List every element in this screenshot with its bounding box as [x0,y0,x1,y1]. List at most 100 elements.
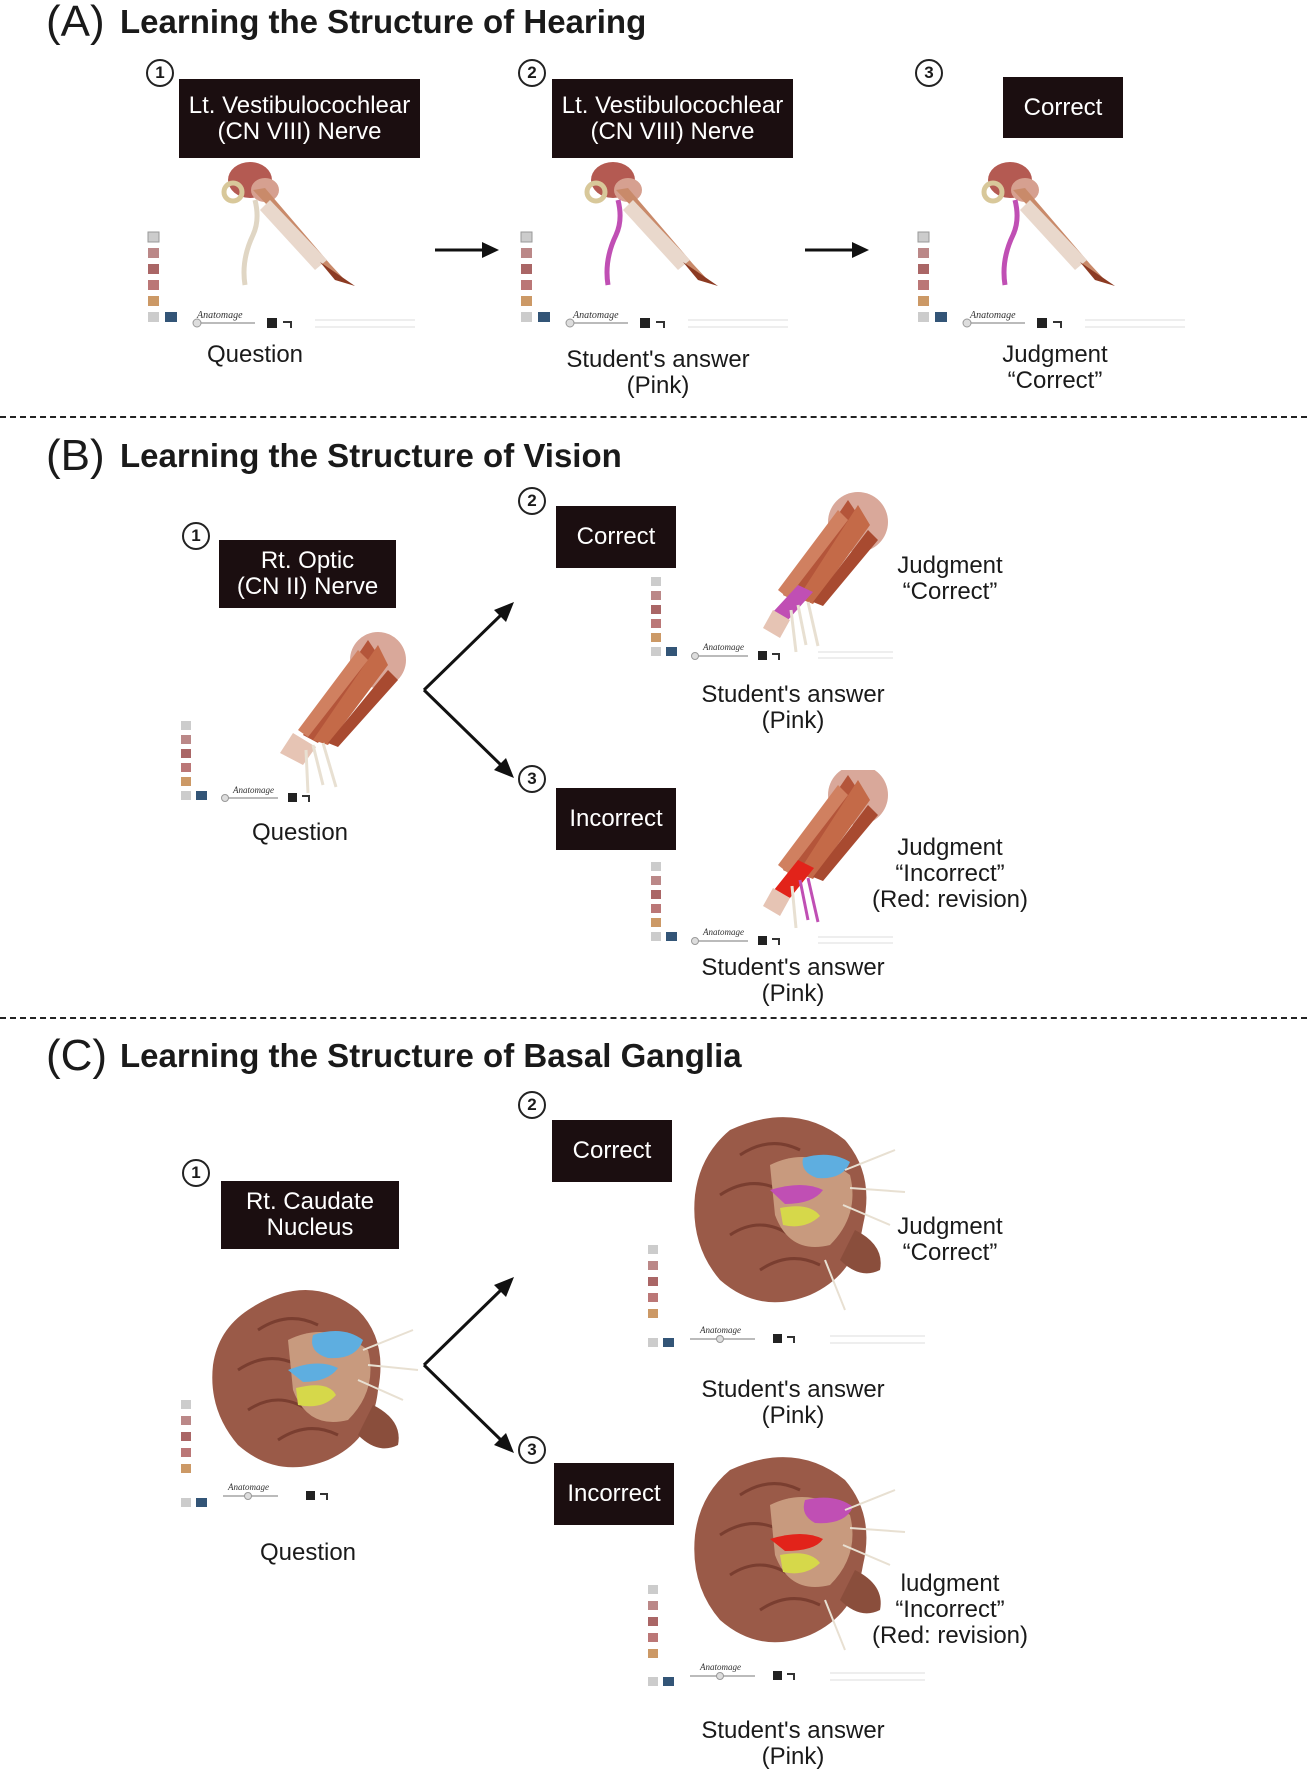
label-line: (CN VIII) Nerve [590,117,755,145]
eye-model-icon [280,632,406,794]
section-a-title: Learning the Structure of Hearing [120,3,647,40]
caption-line: (Pink) [761,707,825,734]
section-a-step-2-label: Lt. Vestibulocochlear (CN VIII) Nerve [552,79,793,158]
toolbar-icon [917,231,947,322]
section-c-step-1-caption: Question [228,1540,388,1566]
eye-model-incorrect: Anatomage [648,770,898,955]
judgment-line: “Correct” [902,1239,998,1266]
caption-line: (Pink) [626,372,690,399]
section-c-step-2-label: Correct [552,1120,672,1182]
caption-line: (Pink) [761,1402,825,1429]
label-line: Nucleus [266,1214,354,1241]
section-a-step-2-caption: Student's answer (Pink) [548,347,768,399]
label-line: Rt. Caudate [245,1188,375,1215]
anatomage-logo: Anatomage [702,927,744,937]
section-b-title: Learning the Structure of Vision [120,437,622,474]
label-line: Incorrect [567,1480,661,1507]
label-line: Incorrect [569,805,663,832]
caption-line: Judgment [1002,341,1108,368]
toolbar-icon [648,1585,674,1686]
judgment-line: “Correct” [902,578,998,605]
anatomage-logo: Anatomage [196,310,243,321]
label-line: (CN VIII) Nerve [217,117,382,145]
toolbar-icon [520,231,550,322]
caption-line: (Pink) [761,1743,825,1770]
section-c-step-2-judgment: Judgment “Correct” [880,1214,1020,1266]
label-line: Correct [576,523,656,550]
section-a-step-1-label: Lt. Vestibulocochlear (CN VIII) Nerve [179,79,420,158]
arrow-right-icon [805,242,869,258]
section-b-step-1-number: 1 [182,522,210,550]
label-line: Lt. Vestibulocochlear [561,91,784,119]
section-b-step-3-label: Incorrect [556,788,676,850]
section-divider [0,1017,1307,1019]
caption-line: Student's answer [701,1376,885,1403]
caption-line: (Pink) [761,980,825,1007]
anatomage-logo: Anatomage [702,642,744,652]
anatomage-logo: Anatomage [699,1325,741,1335]
ear-model-icon [981,162,1115,286]
toolbar-icon [181,721,207,800]
caption-line: Student's answer [701,681,885,708]
caption-line: Question [251,819,349,846]
eye-model-correct: Anatomage [648,480,898,665]
anatomage-logo: Anatomage [969,310,1016,321]
section-c-step-3-label: Incorrect [554,1463,674,1525]
section-a-step-1-caption: Question [170,342,340,368]
label-line: Correct [572,1137,652,1164]
anatomage-logo: Anatomage [699,1662,741,1672]
section-b-step-3-caption: Student's answer (Pink) [683,955,903,1007]
eye-model-question: Anatomage [178,625,408,810]
toolbar-icon [648,1245,674,1347]
label-line: Correct [1023,93,1103,121]
section-c-step-3-number: 3 [518,1436,546,1464]
section-b-step-1-caption: Question [220,820,380,846]
caption-line: Student's answer [701,1717,885,1744]
judgment-line: Judgment [897,1213,1003,1240]
anatomage-logo: Anatomage [227,1482,269,1492]
section-c-step-3-judgment: ludgment “Incorrect” (Red: revision) [855,1571,1045,1649]
judgment-line: “Incorrect” [895,860,1005,887]
caption-line: “Correct” [1007,367,1103,394]
judgment-line: “Incorrect” [895,1596,1005,1623]
nerve-model-question: Anatomage [145,160,425,335]
nerve-model-answer: Anatomage [518,160,798,335]
section-a-step-3-label: Correct [1003,77,1123,138]
section-c-letter: (C) [46,1031,108,1080]
label-line: Rt. Optic [260,547,355,574]
judgment-line: (Red: revision) [871,1622,1029,1649]
nerve-model-judged: Anatomage [915,160,1195,335]
brain-model-icon [694,1457,906,1651]
toolbar-icon [147,231,177,322]
label-line: Lt. Vestibulocochlear [188,91,411,119]
eye-model-icon [763,492,888,653]
section-b-step-1-label: Rt. Optic (CN II) Nerve [219,540,396,608]
branch-arrow-icon [422,1277,514,1453]
eye-model-icon [763,770,888,929]
section-a-letter: (A) [46,0,105,46]
brain-model-correct: Anatomage [645,1110,945,1380]
ear-model-icon [584,162,718,286]
brain-model-incorrect: Anatomage [645,1455,945,1725]
toolbar-icon [651,862,677,941]
section-b-letter: (B) [46,431,105,480]
section-b-step-3-judgment: Judgment “Incorrect” (Red: revision) [855,835,1045,913]
section-c-step-1-label: Rt. Caudate Nucleus [221,1181,399,1249]
section-divider [0,416,1307,418]
section-a-step-2-number: 2 [518,59,546,87]
section-a-step-3-number: 3 [915,59,943,87]
section-c-step-3-caption: Student's answer (Pink) [683,1718,903,1770]
brain-model-icon [212,1290,419,1468]
anatomage-logo: Anatomage [232,785,274,795]
arrow-right-icon [435,242,499,258]
caption-line: Question [259,1539,357,1566]
brain-model-question: Anatomage [178,1270,438,1525]
caption-line: Student's answer [566,346,750,373]
toolbar-icon [651,577,677,656]
anatomage-logo: Anatomage [572,310,619,321]
section-c-step-2-caption: Student's answer (Pink) [683,1377,903,1429]
judgment-line: ludgment [900,1570,1000,1597]
toolbar-icon [181,1400,207,1507]
section-b-step-3-number: 3 [518,765,546,793]
section-c-step-1-number: 1 [182,1159,210,1187]
